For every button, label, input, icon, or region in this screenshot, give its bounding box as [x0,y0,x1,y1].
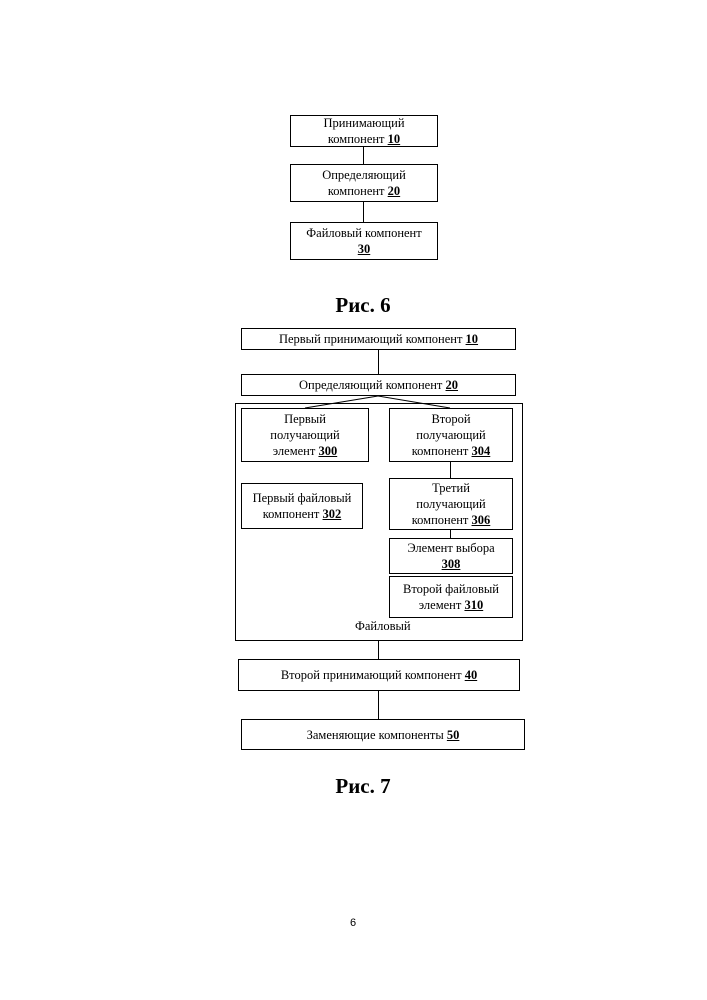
first-file-number: 302 [323,507,342,521]
second-file-label-1: Второй файловый [403,581,499,597]
second-receiving-component-number: 40 [465,668,478,682]
second-obtaining-label-1: Второй [431,411,470,427]
first-obtaining-label-3: элемент [273,444,316,458]
replacing-components-box: Заменяющие компоненты 50 [241,719,525,750]
replacing-components-label: Заменяющие компоненты [307,728,444,742]
file-container-label: Файловый [355,619,411,634]
second-obtaining-component-box: Второй получающий компонент 304 [389,408,513,462]
second-obtaining-number: 304 [472,444,491,458]
second-receiving-component-box: Второй принимающий компонент 40 [238,659,520,691]
replacing-components-number: 50 [447,728,460,742]
selection-element-label: Элемент выбора [407,540,494,556]
figure-7-caption: Рис. 7 [303,774,423,799]
second-file-element-box: Второй файловый элемент 310 [389,576,513,618]
second-obtaining-label-2: получающий [416,427,485,443]
third-obtaining-label-1: Третий [432,480,470,496]
second-receiving-component-label: Второй принимающий компонент [281,668,462,682]
first-file-label-1: Первый файловый [253,490,352,506]
second-file-label-2: элемент [419,598,462,612]
connector-line [450,462,451,478]
second-file-number: 310 [464,598,483,612]
first-obtaining-label-2: получающий [270,427,339,443]
connector-line [450,530,451,538]
selection-element-box: Элемент выбора 308 [389,538,513,574]
third-obtaining-component-box: Третий получающий компонент 306 [389,478,513,530]
third-obtaining-number: 306 [472,513,491,527]
first-obtaining-label-1: Первый [284,411,326,427]
connector-line [378,691,379,719]
third-obtaining-label-3: компонент [412,513,469,527]
connector-line [378,641,379,659]
first-obtaining-number: 300 [318,444,337,458]
first-file-component-box: Первый файловый компонент 302 [241,483,363,529]
page-number: 6 [343,917,363,929]
second-obtaining-label-3: компонент [412,444,469,458]
selection-element-number: 308 [442,557,461,571]
first-obtaining-element-box: Первый получающий элемент 300 [241,408,369,462]
first-file-label-2: компонент [263,507,320,521]
third-obtaining-label-2: получающий [416,496,485,512]
